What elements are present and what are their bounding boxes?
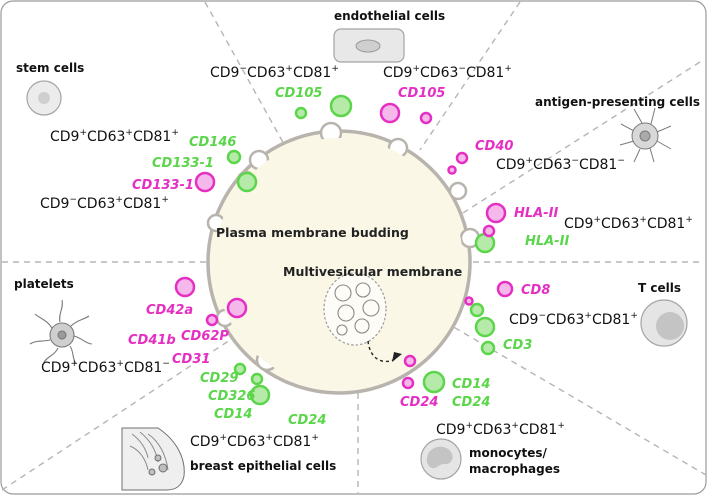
antigen-presenting-cells-label: antigen-presenting cells: [535, 95, 700, 109]
t-cell-icon: [640, 299, 688, 347]
marker-cd326: CD326: [208, 389, 256, 404]
tetraspanin-profile-t-cells: CD9−CD63+CD81+: [509, 311, 638, 328]
endothelial-cells-label: endothelial cells: [334, 9, 446, 23]
marker-cd105-green: CD105: [275, 86, 323, 101]
monocytes-label-line1: monocytes/: [469, 446, 547, 460]
platelets-label: platelets: [14, 277, 74, 291]
stem-cells-label: stem cells: [16, 61, 85, 75]
central-cell: [206, 121, 481, 395]
marker-cd133-1-green: CD133-1: [152, 156, 214, 171]
tetraspanin-profile-endothelial-right: CD9+CD63−CD81+: [383, 64, 512, 81]
tetraspanin-profile-apc-1: CD9+CD63−CD81−: [496, 156, 625, 173]
plasma-membrane-budding-label: Plasma membrane budding: [216, 225, 409, 240]
marker-hla-ii-pink: HLA-II: [514, 206, 559, 221]
marker-cd24-pink: CD24: [400, 395, 439, 410]
marker-cd146: CD146: [189, 135, 237, 150]
marker-cd31: CD31: [172, 352, 211, 367]
pink-vesicles: [174, 102, 514, 390]
endothelial-cell-icon: [333, 28, 405, 63]
breast-tissue-icon: [121, 427, 185, 491]
tetraspanin-profile-apc-2: CD9+CD63+CD81+: [564, 215, 693, 232]
marker-cd133-1-pink: CD133-1: [132, 178, 194, 193]
tetraspanin-profile-stem-2: CD9−CD63+CD81+: [40, 195, 169, 212]
tetraspanin-profile-platelets: CD9+CD63+CD81−: [41, 359, 170, 376]
marker-cd24-left: CD24: [288, 413, 327, 428]
stem-cell-icon: [26, 80, 62, 116]
marker-cd8: CD8: [521, 283, 551, 298]
tetraspanin-profile-endothelial-left: CD9−CD63+CD81+: [210, 64, 339, 81]
marker-cd42a: CD42a: [146, 303, 194, 318]
breast-epithelial-cells-label: breast epithelial cells: [190, 459, 337, 473]
marker-cd14-left: CD14: [214, 407, 253, 422]
marker-cd3: CD3: [503, 338, 533, 353]
green-vesicles: [226, 94, 496, 406]
marker-cd62p: CD62P: [181, 329, 229, 344]
multivesicular-body: [323, 272, 387, 346]
marker-hla-ii-green: HLA-II: [525, 234, 570, 249]
multivesicular-membrane-label: Multivesicular membrane: [283, 264, 463, 279]
tetraspanin-profile-stem-1: CD9+CD63+CD81+: [50, 128, 179, 145]
platelet-icon: [29, 299, 93, 365]
tetraspanin-profile-monocytes: CD9+CD63+CD81+: [436, 421, 565, 438]
monocyte-icon: [420, 438, 462, 480]
marker-cd40: CD40: [475, 139, 514, 154]
t-cells-label: T cells: [638, 281, 681, 295]
dendritic-cell-icon: [619, 107, 672, 163]
marker-cd105-pink: CD105: [398, 86, 446, 101]
marker-cd41b: CD41b: [128, 333, 176, 348]
marker-cd14-right: CD14: [452, 377, 491, 392]
tetraspanin-profile-breast: CD9+CD63+CD81+: [190, 433, 319, 450]
monocytes-label-line2: macrophages: [469, 462, 560, 476]
marker-cd29: CD29: [200, 371, 239, 386]
marker-cd24-green: CD24: [452, 395, 491, 410]
